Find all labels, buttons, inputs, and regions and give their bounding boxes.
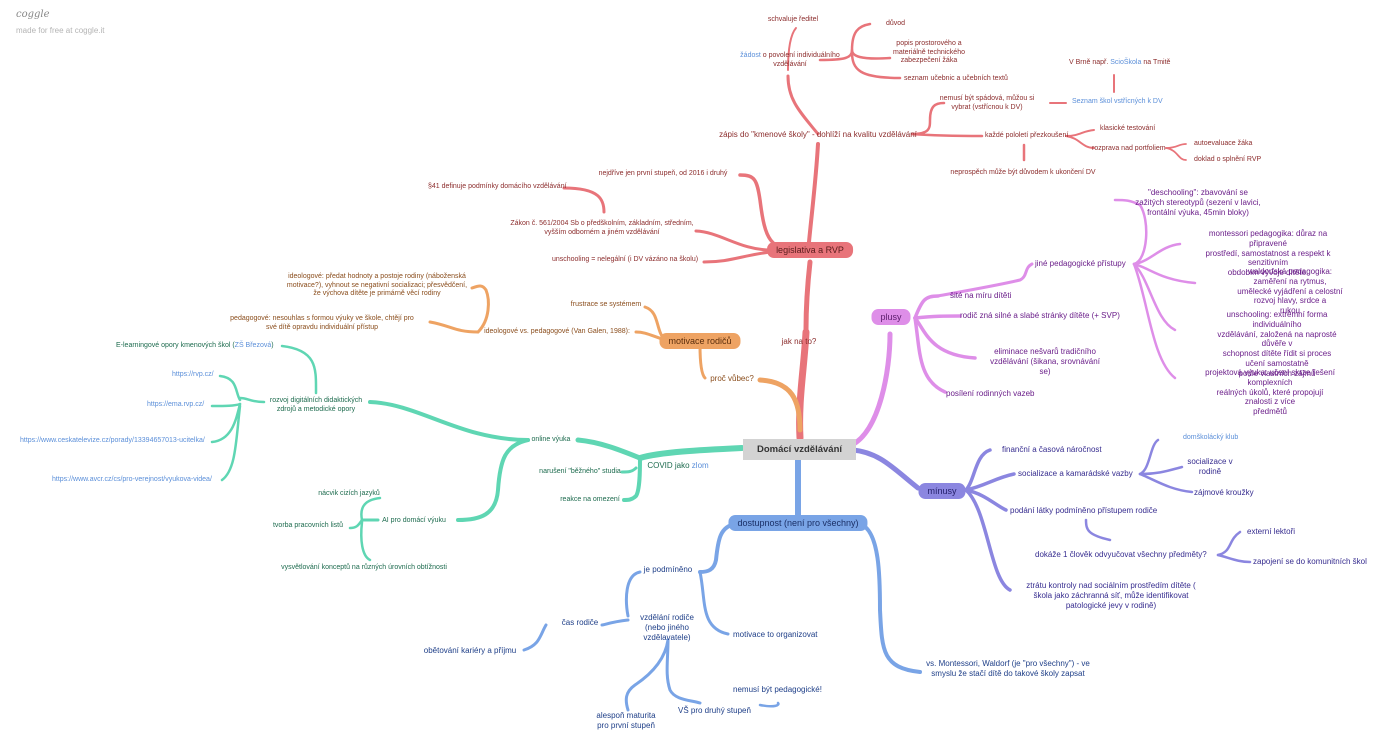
node-ai-koncepty[interactable]: vysvětlování konceptů na různých úrovníc… xyxy=(281,564,447,571)
node-ai[interactable]: AI pro domácí výuku xyxy=(382,517,446,524)
branch-covid xyxy=(210,344,745,562)
node-covid-text: COVID jako xyxy=(647,461,692,470)
node-elearning[interactable]: E-learningové opory kmenových škol (ZŠ B… xyxy=(116,342,274,351)
node-duvod[interactable]: důvod xyxy=(886,20,906,27)
node-vs-druhy[interactable]: VŠ pro druhý stupeň xyxy=(678,706,751,715)
node-plusy[interactable]: plusy xyxy=(871,309,911,325)
node-schvaluje[interactable]: schvaluje ředitel xyxy=(767,16,819,23)
node-par41[interactable]: §41 definuje podmínky domácího vzděláván… xyxy=(428,183,567,190)
node-klasicke[interactable]: klasické testování xyxy=(1100,125,1156,132)
node-socializace-rodina[interactable]: socializace v rodině xyxy=(1187,457,1233,476)
node-financni[interactable]: finanční a časová náročnost xyxy=(1002,445,1102,454)
node-site-na-miru[interactable]: šité na míru dítěti xyxy=(950,291,1012,300)
node-externi[interactable]: externí lektoři xyxy=(1247,527,1296,536)
node-elearning-post: ) xyxy=(271,342,274,349)
link-zadost[interactable]: žádost xyxy=(740,52,761,59)
node-popis[interactable]: popis prostorového a materiálně technick… xyxy=(893,40,965,65)
node-je-podmineno[interactable]: je podmíněno xyxy=(643,565,693,574)
node-socializace[interactable]: socializace a kamarádské vazby xyxy=(1018,469,1133,478)
node-projektova[interactable]: projektová výuka: učení skrze řešení kom… xyxy=(1205,368,1335,416)
node-brno-post: na Tmitě xyxy=(1141,59,1171,66)
node-zadost-text: o povolení individuálního vzdělávání xyxy=(762,52,840,68)
node-brno[interactable]: V Brně např. ScioŠkola na Tmitě xyxy=(1069,59,1170,68)
node-nemusi-ped[interactable]: nemusí být pedagogické! xyxy=(733,685,822,694)
node-ai-jazyky[interactable]: nácvik cizích jazyků xyxy=(318,490,380,497)
node-minusy[interactable]: mínusy xyxy=(918,483,966,499)
node-zapis[interactable]: zápis do "kmenové školy" - dohlíží na kv… xyxy=(719,130,917,139)
brand-logo[interactable]: coggle xyxy=(16,9,50,20)
node-zakon[interactable]: Zákon č. 561/2004 Sb o předškolním, zákl… xyxy=(510,220,694,236)
node-naruseni[interactable]: narušení "běžného" studia xyxy=(539,468,621,475)
node-zadost[interactable]: žádost o povolení individuálního vzděláv… xyxy=(740,52,840,69)
node-rozprava[interactable]: rozprava nad portfoliem xyxy=(1092,145,1166,152)
node-covid[interactable]: COVID jako zlom xyxy=(647,461,708,471)
node-doklad[interactable]: doklad o splnění RVP xyxy=(1194,156,1262,163)
node-ideologove[interactable]: ideologové: předat hodnoty a postoje rod… xyxy=(286,273,468,298)
node-brno-pre: V Brně např. xyxy=(1069,59,1111,66)
node-elearning-pre: E-learningové opory kmenových škol ( xyxy=(116,342,235,349)
node-rodic-zna[interactable]: rodič zná silné a slabé stránky dítěte (… xyxy=(960,311,1120,320)
node-rozvoj[interactable]: rozvoj digitálních didaktických zdrojů a… xyxy=(269,397,363,413)
node-alespon-maturita[interactable]: alespoň maturita pro první stupeň xyxy=(596,711,656,730)
node-neprospech[interactable]: neprospěch může být důvodem k ukončení D… xyxy=(950,169,1096,176)
link-zs-brezova[interactable]: ZŠ Březová xyxy=(234,342,272,349)
node-jak-na-to[interactable]: jak na to? xyxy=(781,337,817,346)
node-pedagogove[interactable]: pedagogové: nesouhlas s formou výuky ve … xyxy=(230,315,414,331)
node-motivace[interactable]: motivace rodičů xyxy=(659,333,741,349)
node-unschooling-legal[interactable]: unschooling = nelegální (i DV vázáno na … xyxy=(551,256,699,263)
node-montessori[interactable]: montessori pedagogika: důraz na připrave… xyxy=(1205,229,1331,277)
node-ideologove-vs[interactable]: ideologové vs. pedagogové (Van Galen, 19… xyxy=(484,328,630,335)
node-zapojeni[interactable]: zapojení se do komunitních škol xyxy=(1253,557,1367,566)
node-seznam-ucebnic[interactable]: seznam učebnic a učebních textů xyxy=(904,75,1008,82)
node-vs-montessori[interactable]: vs. Montessori, Waldorf (je "pro všechny… xyxy=(926,659,1090,678)
branch-minusy xyxy=(849,438,1252,592)
node-proc-vubec[interactable]: proč vůbec? xyxy=(710,374,754,383)
node-online-vyuka[interactable]: online výuka xyxy=(531,436,571,443)
node-vzdelani-rodice[interactable]: vzdělání rodiče (nebo jiného vzdělavatel… xyxy=(640,613,694,642)
node-podani[interactable]: podání látky podmíněno přístupem rodiče xyxy=(1010,506,1158,515)
link-rvp[interactable]: https://rvp.cz/ xyxy=(172,371,214,378)
link-ema-rvp[interactable]: https://ema.rvp.cz/ xyxy=(147,401,205,408)
node-zajmove[interactable]: zájmové kroužky xyxy=(1194,488,1254,497)
link-ceskatelevize[interactable]: https://www.ceskatelevize.cz/porady/1339… xyxy=(20,437,205,444)
node-autoevaluace[interactable]: autoevaluace žáka xyxy=(1194,140,1253,147)
node-ai-pracovni-listy[interactable]: tvorba pracovních listů xyxy=(272,522,344,529)
central-node[interactable]: Domácí vzdělávání xyxy=(743,439,857,460)
node-dokaze[interactable]: dokáže 1 člověk odvyučovat všechny předm… xyxy=(1035,550,1207,559)
node-obetovani[interactable]: obětování kariéry a příjmu xyxy=(423,646,517,655)
branch-dostupnost xyxy=(522,453,922,712)
brand-subtitle[interactable]: made for free at coggle.it xyxy=(16,26,105,35)
node-kazde-pololeti[interactable]: každé pololetí přezkoušení xyxy=(985,132,1069,139)
node-deschooling[interactable]: "deschooling": zbavování se zažitých ste… xyxy=(1135,188,1261,217)
node-motivace-org[interactable]: motivace to organizovat xyxy=(733,630,818,639)
node-eliminace[interactable]: eliminace nešvarů tradičního vzdělávání … xyxy=(990,347,1100,376)
node-posileni[interactable]: posílení rodinných vazeb xyxy=(946,389,1035,398)
node-dostupnost[interactable]: dostupnost (není pro všechny) xyxy=(728,515,868,531)
node-reakce[interactable]: reakce na omezení xyxy=(560,496,620,503)
branch-plusy xyxy=(849,198,1197,448)
link-zlom[interactable]: zlom xyxy=(691,461,709,470)
node-cas-rodice[interactable]: čas rodiče xyxy=(561,618,599,627)
node-legislativa[interactable]: legislativa a RVP xyxy=(767,242,853,258)
node-ztratu-kontroly[interactable]: ztrátu kontroly nad sociálním prostředím… xyxy=(1026,581,1196,610)
link-scioskola[interactable]: ScioŠkola xyxy=(1110,59,1142,66)
branch-legislativa xyxy=(562,22,1187,442)
node-jine-pristupy[interactable]: jiné pedagogické přístupy xyxy=(1035,259,1126,268)
link-seznam-skol[interactable]: Seznam škol vstřícných k DV xyxy=(1072,98,1163,105)
link-avcr[interactable]: https://www.avcr.cz/cs/pro-verejnost/vyu… xyxy=(52,476,212,483)
node-nemusi-spadova[interactable]: nemusí být spádová, můžou si vybrat (vst… xyxy=(939,95,1035,111)
node-unschooling[interactable]: unschooling: extrémní forma individuální… xyxy=(1217,310,1337,378)
link-domskolacky-klub[interactable]: domškolácký klub xyxy=(1183,434,1239,441)
node-nejdrive[interactable]: nejdříve jen první stupeň, od 2016 i dru… xyxy=(598,170,728,177)
node-frustrace[interactable]: frustrace se systémem xyxy=(570,301,642,308)
node-waldorf[interactable]: waldorfská pedagogika: zaměření na rytmu… xyxy=(1237,267,1343,315)
